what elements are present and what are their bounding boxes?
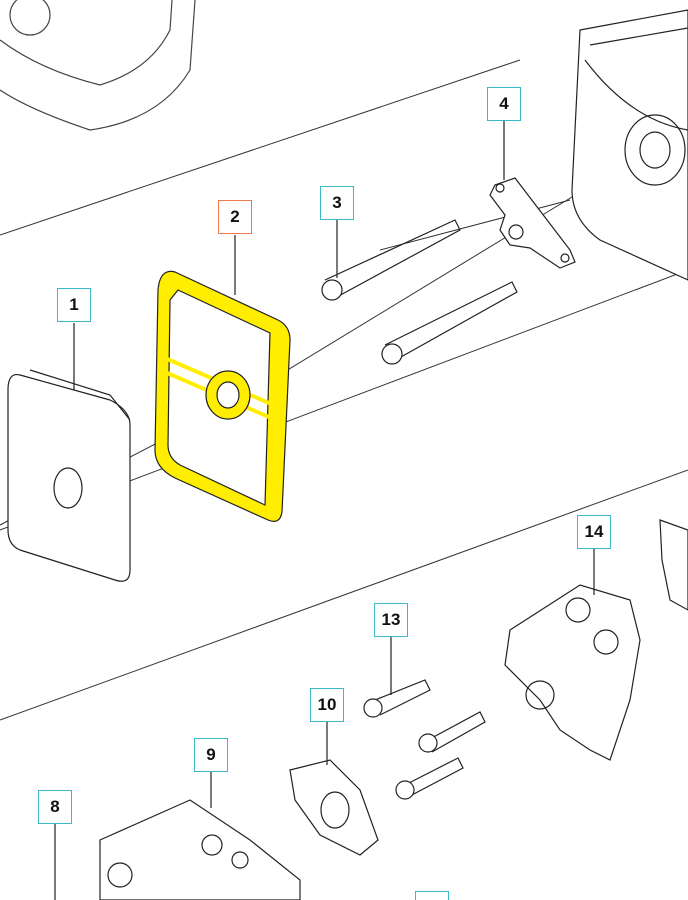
callout-10[interactable]: 10 xyxy=(310,688,344,722)
screws-13 xyxy=(363,679,486,800)
callout-partial[interactable] xyxy=(415,891,449,900)
callout-13[interactable]: 13 xyxy=(374,603,408,637)
engine-housing xyxy=(0,0,196,131)
callout-4[interactable]: 4 xyxy=(487,87,521,121)
callout-14[interactable]: 14 xyxy=(577,515,611,549)
carburetor-part xyxy=(99,799,301,900)
screws-3 xyxy=(321,219,518,365)
air-filter-part xyxy=(7,369,131,582)
bracket-part xyxy=(489,177,576,269)
intake-adapter-part xyxy=(504,519,688,761)
cylinder-part xyxy=(571,9,688,281)
callout-8[interactable]: 8 xyxy=(38,790,72,824)
callout-3[interactable]: 3 xyxy=(320,186,354,220)
callout-1[interactable]: 1 xyxy=(57,288,91,322)
filter-gasket-part xyxy=(154,270,291,522)
gasket-10-part xyxy=(289,759,379,856)
callout-2-selected[interactable]: 2 xyxy=(218,200,252,234)
leader-lines xyxy=(54,121,595,900)
callout-9[interactable]: 9 xyxy=(194,738,228,772)
